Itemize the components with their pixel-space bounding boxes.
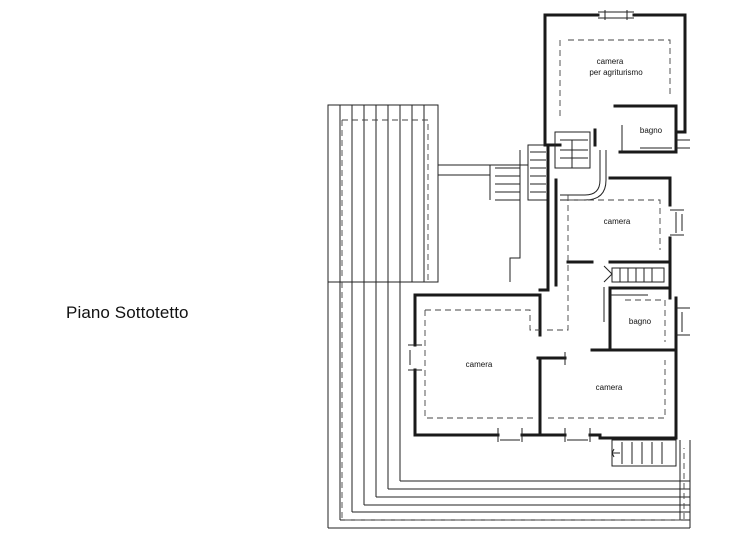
room-label-camera-mid: camera — [604, 217, 631, 226]
room-label-camera-left: camera — [466, 360, 493, 369]
stair-hall — [538, 128, 607, 292]
room-label-bagno-top: bagno — [640, 126, 663, 135]
stair-mid-right — [603, 265, 665, 283]
plan-title: Piano Sottotetto — [66, 303, 189, 322]
dashed-limits — [545, 39, 671, 342]
stair-bottom-right — [611, 439, 677, 467]
terrace-stair — [438, 144, 549, 282]
room-label-agriturismo: per agriturismo — [589, 68, 643, 77]
room-label-bagno-right: bagno — [629, 317, 652, 326]
main-walls — [536, 176, 690, 440]
roof-section-bottom — [328, 282, 691, 529]
roof-section-left — [327, 104, 439, 528]
left-room — [408, 293, 666, 442]
room-label-camera-top: camera — [597, 57, 624, 66]
room-label-camera-bottom: camera — [596, 383, 623, 392]
top-room — [543, 10, 690, 154]
